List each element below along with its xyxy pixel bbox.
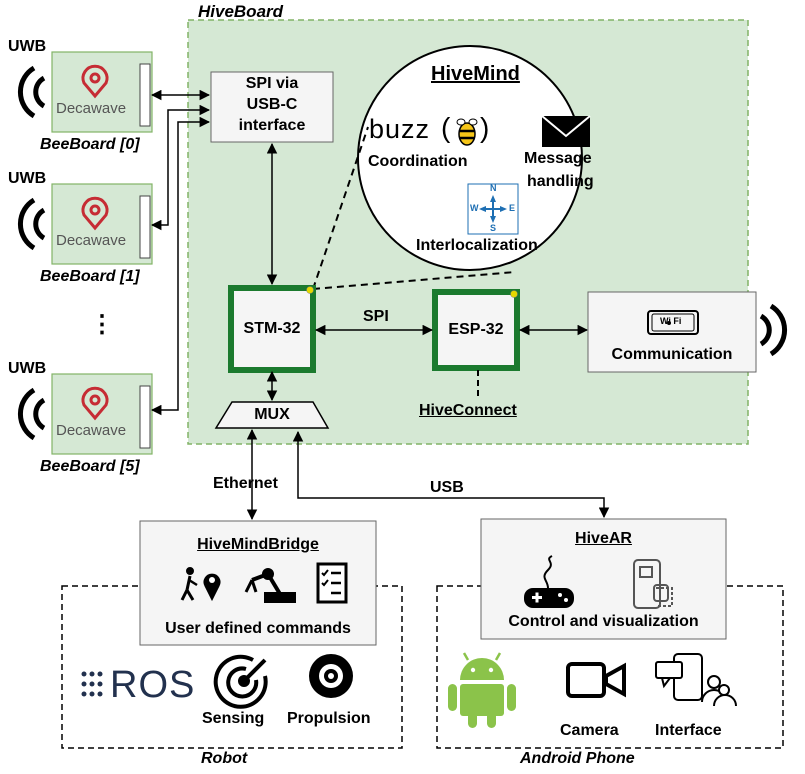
beeboard-0-module: [51, 51, 153, 133]
gamepad-icon: [524, 555, 574, 608]
message-line1: Message: [524, 150, 592, 167]
buzz-paren-open: (: [441, 112, 451, 143]
robot-arm-icon: [244, 568, 296, 603]
uwb-label: UWB: [8, 38, 47, 55]
robot-label: Robot: [201, 750, 248, 767]
hivemind-zoom-line: [312, 126, 369, 290]
decawave-logo-icon: [81, 64, 109, 99]
uwb-wave-icon: [17, 387, 46, 441]
beeboard-label: BeeBoard [1]: [40, 268, 140, 285]
ros-dots-icon: [81, 671, 103, 697]
beeboard-5-module: [51, 373, 153, 455]
interlocalization-label: Interlocalization: [416, 237, 538, 254]
checklist-icon: [316, 562, 348, 604]
hiveboard-title: HiveBoard: [198, 2, 284, 21]
spi-usb-line3: interface: [238, 117, 306, 134]
compass-n: N: [490, 183, 497, 193]
hivemind-title: HiveMind: [431, 63, 520, 85]
user-commands-label: User defined commands: [165, 620, 351, 637]
phone-ar-icon: [633, 559, 673, 609]
spi-link-label: SPI: [363, 308, 389, 325]
beeboard-label: BeeBoard [0]: [40, 136, 140, 153]
usb-label: USB: [430, 479, 464, 496]
interface-label: Interface: [655, 722, 722, 739]
spi-usb-line1: SPI via: [245, 75, 299, 92]
compass-icon: [467, 183, 519, 235]
decawave-label: Decawave: [56, 422, 127, 439]
hivemind-zoom-line: [312, 271, 516, 290]
envelope-icon: [541, 115, 591, 147]
compass-e: E: [509, 203, 516, 213]
stm32-label: STM-32: [243, 320, 301, 337]
camera-label: Camera: [560, 722, 619, 739]
decawave-label: Decawave: [56, 100, 127, 117]
wifi-icon: [647, 310, 699, 335]
tire-icon: [309, 654, 353, 698]
spi-usb-line2: USB-C: [246, 96, 298, 113]
spi-usb-box: [210, 71, 334, 143]
esp32-label: ESP-32: [448, 321, 504, 338]
coordination-label: Coordination: [368, 153, 468, 170]
android-icon: [448, 652, 516, 728]
esp32-chip: [432, 289, 520, 371]
compass-w: W: [470, 203, 479, 213]
uwb-wave-icon: [17, 65, 46, 119]
bee-icon: [456, 118, 478, 146]
hivear-title: HiveAR: [575, 530, 632, 547]
ethernet-label: Ethernet: [213, 475, 278, 492]
decawave-logo-icon: [81, 386, 109, 421]
buzz-paren-close: ): [480, 112, 490, 143]
uwb-label: UWB: [8, 170, 47, 187]
ros-label: ROS: [110, 664, 196, 706]
communication-label: Communication: [611, 346, 733, 363]
decawave-logo-icon: [81, 196, 109, 231]
decawave-label: Decawave: [56, 232, 127, 249]
camera-icon: [566, 662, 626, 698]
hiveconnect-label: HiveConnect: [419, 402, 517, 419]
message-line2: handling: [527, 173, 594, 190]
android-phone-label: Android Phone: [520, 750, 635, 767]
control-visualization-label: Control and visualization: [508, 613, 699, 630]
wireless-wave-icon: [759, 303, 788, 357]
radar-icon: [213, 654, 268, 709]
uwb-wave-icon: [17, 197, 46, 251]
compass-s: S: [490, 223, 497, 233]
buzz-label: buzz: [369, 114, 431, 144]
stm32-chip: [228, 285, 316, 373]
uwb-label: UWB: [8, 360, 47, 377]
beeboard-links: [150, 89, 211, 416]
wifi-label: Wi Fi: [660, 316, 682, 326]
mux-label: MUX: [254, 406, 290, 423]
beeboard-1-module: [51, 183, 153, 265]
walking-person-icon: [180, 567, 221, 602]
sensing-label: Sensing: [202, 710, 265, 727]
hivear-box: [480, 518, 727, 640]
communication-box: [587, 291, 757, 373]
propulsion-label: Propulsion: [287, 710, 371, 727]
ellipsis-label: ⋮: [90, 311, 114, 338]
interface-people-icon: [655, 653, 737, 707]
mux-block: [214, 401, 330, 429]
beeboard-label: BeeBoard [5]: [40, 458, 140, 475]
usb-link: [292, 430, 610, 519]
hivemindbridge-title: HiveMindBridge: [197, 536, 319, 553]
